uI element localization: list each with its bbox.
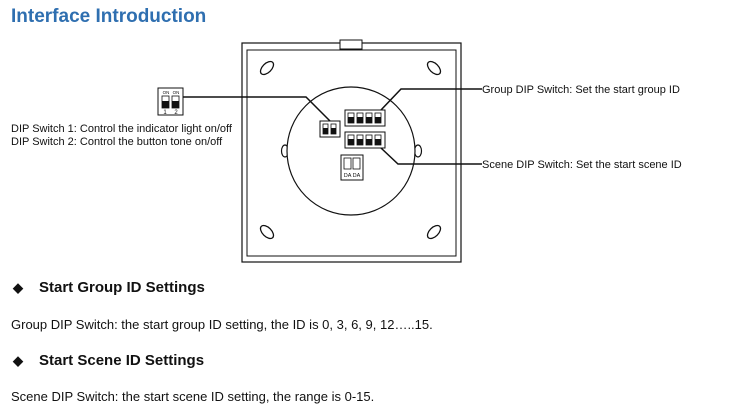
section-heading-text: Start Scene ID Settings [39, 352, 205, 369]
dip-leader-line [183, 96, 331, 122]
dip-number-label-2: 2 [174, 110, 178, 116]
screw-slot-icon [259, 224, 275, 240]
dip-number-label-1: 1 [163, 110, 167, 116]
center-module-circle [286, 86, 416, 216]
panel-inner-frame [246, 49, 457, 257]
diamond-bullet-icon: ◆ [13, 279, 23, 295]
group-dip-switch [344, 109, 386, 127]
dip-note-1: DIP Switch 1: Control the indicator ligh… [11, 123, 233, 135]
connector-label: DA DA [344, 173, 361, 179]
group-dip-callout: Group DIP Switch: Set the start group ID [482, 84, 680, 96]
page-title: Interface Introduction [11, 6, 207, 27]
section-heading-group: ◆ Start Group ID Settings [13, 279, 205, 296]
screw-slot-icon [426, 60, 442, 76]
dip-on-label-2: ON [173, 90, 180, 95]
dip-note-2: DIP Switch 2: Control the button tone on… [11, 136, 223, 148]
scene-id-description: Scene DIP Switch: the start scene ID set… [11, 389, 375, 404]
da-connector: DA DA [340, 154, 364, 181]
group-id-description: Group DIP Switch: the start group ID set… [11, 317, 433, 332]
scene-dip-callout: Scene DIP Switch: Set the start scene ID [482, 159, 682, 171]
panel-dip-switch-2way [319, 120, 341, 138]
section-heading-text: Start Group ID Settings [39, 279, 205, 296]
external-dip-switch: ON ON 1 2 [157, 87, 184, 116]
dip-on-label-1: ON [163, 90, 170, 95]
diamond-bullet-icon: ◆ [13, 352, 23, 368]
screw-slot-icon [426, 224, 442, 240]
scene-leader-line [380, 147, 482, 165]
screw-slot-icon [259, 60, 275, 76]
scene-dip-switch [344, 131, 386, 149]
panel-top-tab [339, 39, 363, 50]
section-heading-scene: ◆ Start Scene ID Settings [13, 352, 204, 369]
group-leader-line [380, 88, 482, 111]
